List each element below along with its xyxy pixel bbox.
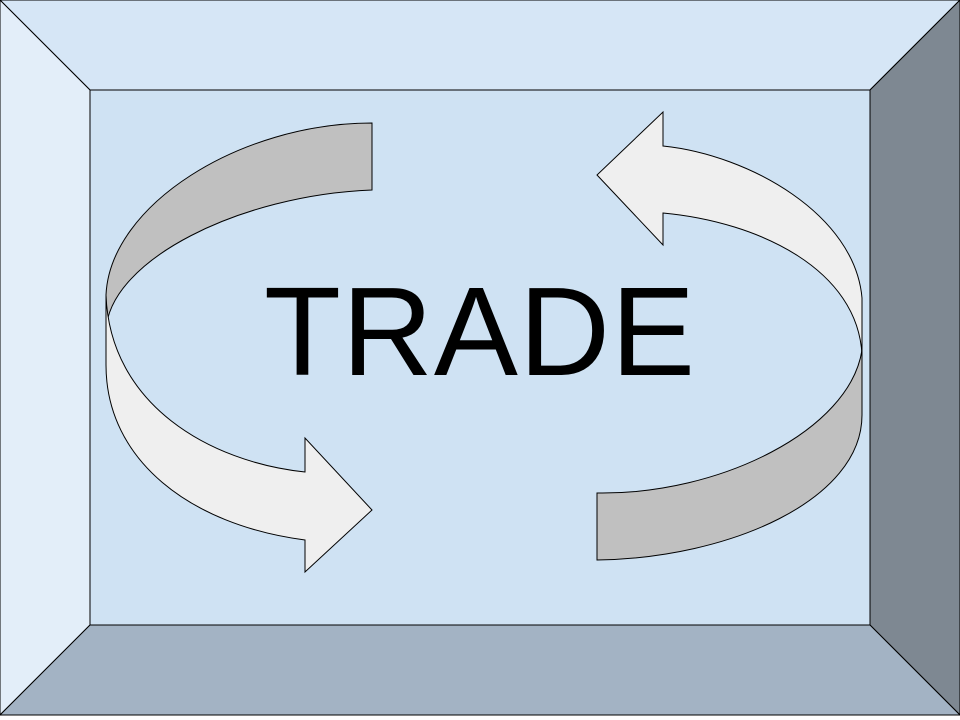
bevel-bottom-face <box>0 624 960 716</box>
right-arrow-back-band <box>596 349 863 561</box>
diagram-title: TRADE <box>263 261 697 402</box>
right-arrow-front-band <box>596 110 863 356</box>
left-arrow-front-band <box>105 294 373 574</box>
bevel-top-face <box>0 0 960 91</box>
